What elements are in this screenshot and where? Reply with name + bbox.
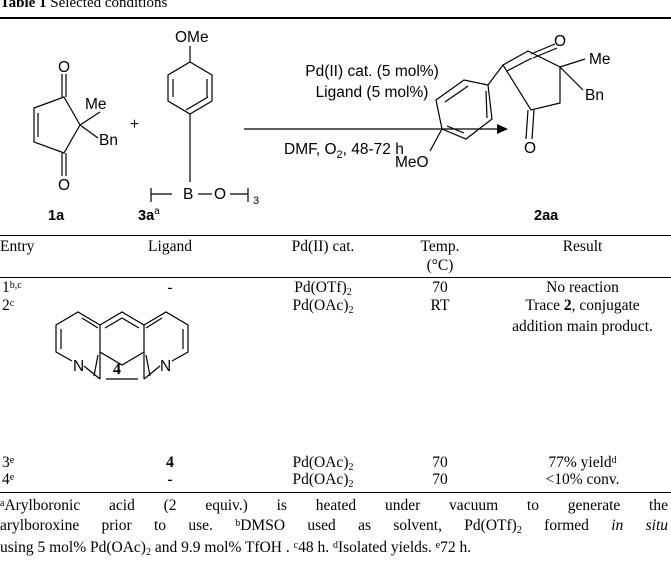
product-o-top: O [554,33,566,50]
table-row-4-entry: 4e [2,471,15,488]
table-row-2-catalyst: Pd(OAc)2 [292,297,354,316]
reactant2-boron: B [183,186,193,203]
table-row-1-entry: 1b,c [2,279,22,296]
reactant2-ome: OMe [175,29,209,46]
table-row-3-result: 77% yieldd [548,454,617,471]
reaction-scheme: O O Me Bn 1a + OMe B O 3 3aa Pd(II) cat.… [33,29,611,224]
footnote-b-c-d-e-line3: using 5 mol% Pd(OAc)2 and 9.9 mol% TfOH … [0,539,472,558]
scheme-bottom-rule [0,235,671,236]
table-caption-text: Selected conditions [50,0,168,11]
table-row-1-catalyst: Pd(OTf)2 [294,279,352,298]
table-row-3-ligand: 4 [166,454,174,471]
ligand-n-left: N [73,358,84,375]
product-label: 2aa [534,208,559,224]
conditions-line1: Pd(II) cat. (5 mol%) [305,63,439,80]
product-me: Me [589,51,611,68]
table-row-3-entry: 3e [2,454,15,471]
header-temp-line2: (°C) [426,257,454,274]
table-row-1-temp: 70 [432,279,448,296]
table-row-2-result-line2: addition main product. [512,318,653,335]
footnote-a-line1: aArylboronic acid (2 equiv.) is heated u… [0,497,668,514]
reactant1-label: 1a [48,208,65,224]
ligand-4-structure: N N 4 [55,311,189,380]
header-catalyst: Pd(II) cat. [291,238,355,255]
arrow-head [497,124,508,134]
ligand-n-right: N [160,358,171,375]
plus-sign: + [130,116,139,133]
product-bn: Bn [585,87,604,104]
header-entry: Entry [0,238,35,255]
header-temp-line1: Temp. [420,238,460,255]
table-row-4-catalyst: Pd(OAc)2 [292,471,354,490]
top-rule [0,17,671,19]
table-row-4-temp: 70 [432,471,448,488]
phenanthroline-bonds [55,311,189,380]
ligand-label: 4 [113,361,121,378]
product-o-bottom: O [524,140,536,157]
table-caption: Table 1 Selected conditions [0,0,167,12]
table-row-1-ligand: - [167,279,173,296]
table-row-2-temp: RT [430,297,450,314]
table-caption-label: Table 1 [0,0,47,11]
reactant1-me: Me [85,96,107,113]
scheme-bonds [33,43,586,202]
reactant1-o-bottom: O [58,177,70,194]
table-footnotes: aArylboronic acid (2 equiv.) is heated u… [0,496,668,560]
table-row-2-result-line1: Trace 2, conjugate [525,297,640,314]
table-row-4-ligand: - [167,471,173,488]
header-result: Result [562,238,603,255]
header-ligand: Ligand [148,238,192,255]
conditions-line3: DMF, O2, 48-72 h [284,141,404,161]
table-row-2-entry: 2c [2,297,15,314]
table-row-4-result: <10% conv. [545,471,620,488]
reactant2-sub3: 3 [253,195,259,207]
scheme-labels: O O Me Bn 1a + OMe B O 3 3aa Pd(II) cat.… [48,29,611,224]
product-meo: MeO [395,154,429,171]
phenanthroline-labels: N N 4 [73,358,171,378]
reactant1-bn: Bn [99,132,118,149]
table-row-1-result: No reaction [546,279,619,296]
reactant2-oxygen: O [214,186,226,203]
footnote-a-b-line2: arylboroxine prior to use. bDMSO used as… [0,517,669,536]
table-row-3-catalyst: Pd(OAc)2 [292,454,354,473]
conditions-line2: Ligand (5 mol%) [316,84,429,101]
table-bottom-rule [0,492,671,493]
reactant2-label: 3aa [138,206,160,224]
reactant1-o-top: O [58,59,70,76]
table-row-3-temp: 70 [432,454,448,471]
header-bottom-rule [0,277,671,278]
